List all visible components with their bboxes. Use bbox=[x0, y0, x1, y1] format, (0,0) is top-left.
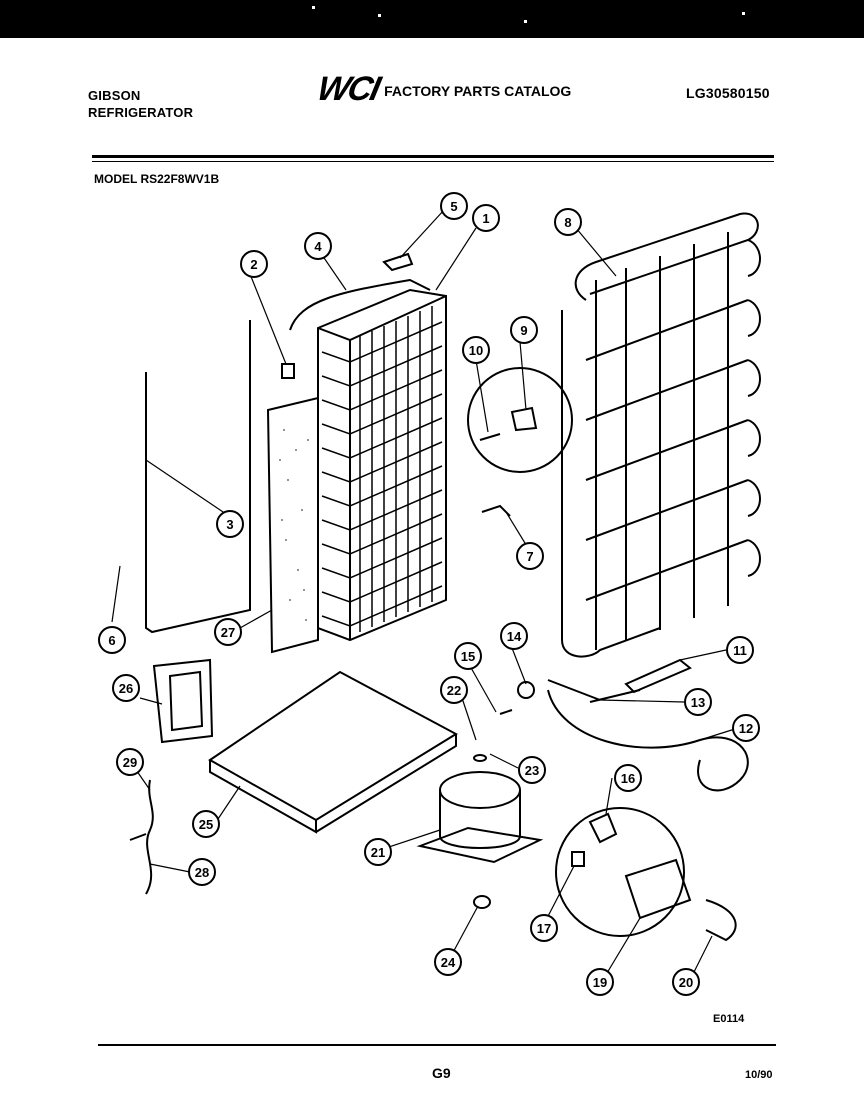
product-type: REFRIGERATOR bbox=[88, 105, 194, 120]
callout-9: 9 bbox=[510, 316, 538, 344]
callout-12: 12 bbox=[732, 714, 760, 742]
svg-text:20: 20 bbox=[679, 975, 693, 990]
svg-text:1: 1 bbox=[482, 211, 489, 226]
footer-rule bbox=[98, 1044, 776, 1046]
catalog-title: FACTORY PARTS CATALOG bbox=[384, 83, 572, 99]
compressor-drawing bbox=[416, 754, 544, 864]
callout-7: 7 bbox=[516, 542, 544, 570]
callout-25: 25 bbox=[192, 810, 220, 838]
svg-text:12: 12 bbox=[739, 721, 753, 736]
svg-text:4: 4 bbox=[314, 239, 322, 254]
brand-name: GIBSON bbox=[88, 88, 141, 103]
svg-text:6: 6 bbox=[108, 633, 115, 648]
header-rule bbox=[92, 155, 774, 158]
print-date: 10/90 bbox=[745, 1069, 773, 1081]
callout-24: 24 bbox=[434, 948, 462, 976]
insulation-pad-drawing bbox=[266, 396, 319, 654]
callout-15: 15 bbox=[454, 642, 482, 670]
callout-2: 2 bbox=[240, 250, 268, 278]
callout-16: 16 bbox=[614, 764, 642, 792]
svg-text:7: 7 bbox=[526, 549, 533, 564]
diagram-code: E0114 bbox=[713, 1013, 745, 1025]
model-label: MODEL RS22F8WV1B bbox=[94, 172, 220, 186]
svg-text:8: 8 bbox=[564, 215, 571, 230]
callout-29: 29 bbox=[116, 748, 144, 776]
svg-text:29: 29 bbox=[123, 755, 137, 770]
callout-28: 28 bbox=[188, 858, 216, 886]
svg-text:13: 13 bbox=[691, 695, 705, 710]
svg-text:5: 5 bbox=[450, 199, 457, 214]
scan-top-border bbox=[0, 0, 864, 38]
callout-11: 11 bbox=[726, 636, 754, 664]
callout-4: 4 bbox=[304, 232, 332, 260]
tube-drawing bbox=[289, 278, 431, 331]
callout-1: 1 bbox=[472, 204, 500, 232]
callout-22: 22 bbox=[440, 676, 468, 704]
svg-text:10: 10 bbox=[469, 343, 483, 358]
sensing-tube-drawing bbox=[145, 320, 251, 634]
svg-text:27: 27 bbox=[221, 625, 235, 640]
svg-text:14: 14 bbox=[507, 629, 522, 644]
svg-text:3: 3 bbox=[226, 517, 233, 532]
callout-14: 14 bbox=[500, 622, 528, 650]
callout-19: 19 bbox=[586, 968, 614, 996]
callout-21: 21 bbox=[364, 838, 392, 866]
callout-10: 10 bbox=[462, 336, 490, 364]
svg-text:9: 9 bbox=[520, 323, 527, 338]
svg-text:21: 21 bbox=[371, 845, 385, 860]
svg-text:17: 17 bbox=[537, 921, 551, 936]
svg-text:24: 24 bbox=[441, 955, 456, 970]
svg-text:11: 11 bbox=[733, 643, 747, 658]
svg-text:2: 2 bbox=[250, 257, 257, 272]
svg-text:25: 25 bbox=[199, 817, 213, 832]
svg-text:23: 23 bbox=[525, 763, 539, 778]
catalog-number: LG30580150 bbox=[686, 85, 770, 101]
header-rule-thin bbox=[92, 161, 774, 162]
callout-23: 23 bbox=[518, 756, 546, 784]
svg-text:16: 16 bbox=[621, 771, 635, 786]
callout-26: 26 bbox=[112, 674, 140, 702]
svg-text:26: 26 bbox=[119, 681, 133, 696]
evaporator-drawing bbox=[317, 288, 447, 642]
svg-text:19: 19 bbox=[593, 975, 607, 990]
catalog-logo: WCI FACTORY PARTS CATALOG bbox=[314, 70, 572, 108]
callout-3: 3 bbox=[216, 510, 244, 538]
svg-text:15: 15 bbox=[461, 649, 475, 664]
callout-8: 8 bbox=[554, 208, 582, 236]
condenser-coil-drawing bbox=[561, 212, 761, 658]
page-number: G9 bbox=[432, 1065, 451, 1081]
callout-5: 5 bbox=[440, 192, 468, 220]
callout-6: 6 bbox=[98, 626, 126, 654]
brand-block: GIBSON REFRIGERATOR bbox=[88, 87, 193, 121]
callout-27: 27 bbox=[214, 618, 242, 646]
svg-text:22: 22 bbox=[447, 683, 461, 698]
svg-text:28: 28 bbox=[195, 865, 209, 880]
callout-17: 17 bbox=[530, 914, 558, 942]
callout-20: 20 bbox=[672, 968, 700, 996]
callout-13: 13 bbox=[684, 688, 712, 716]
